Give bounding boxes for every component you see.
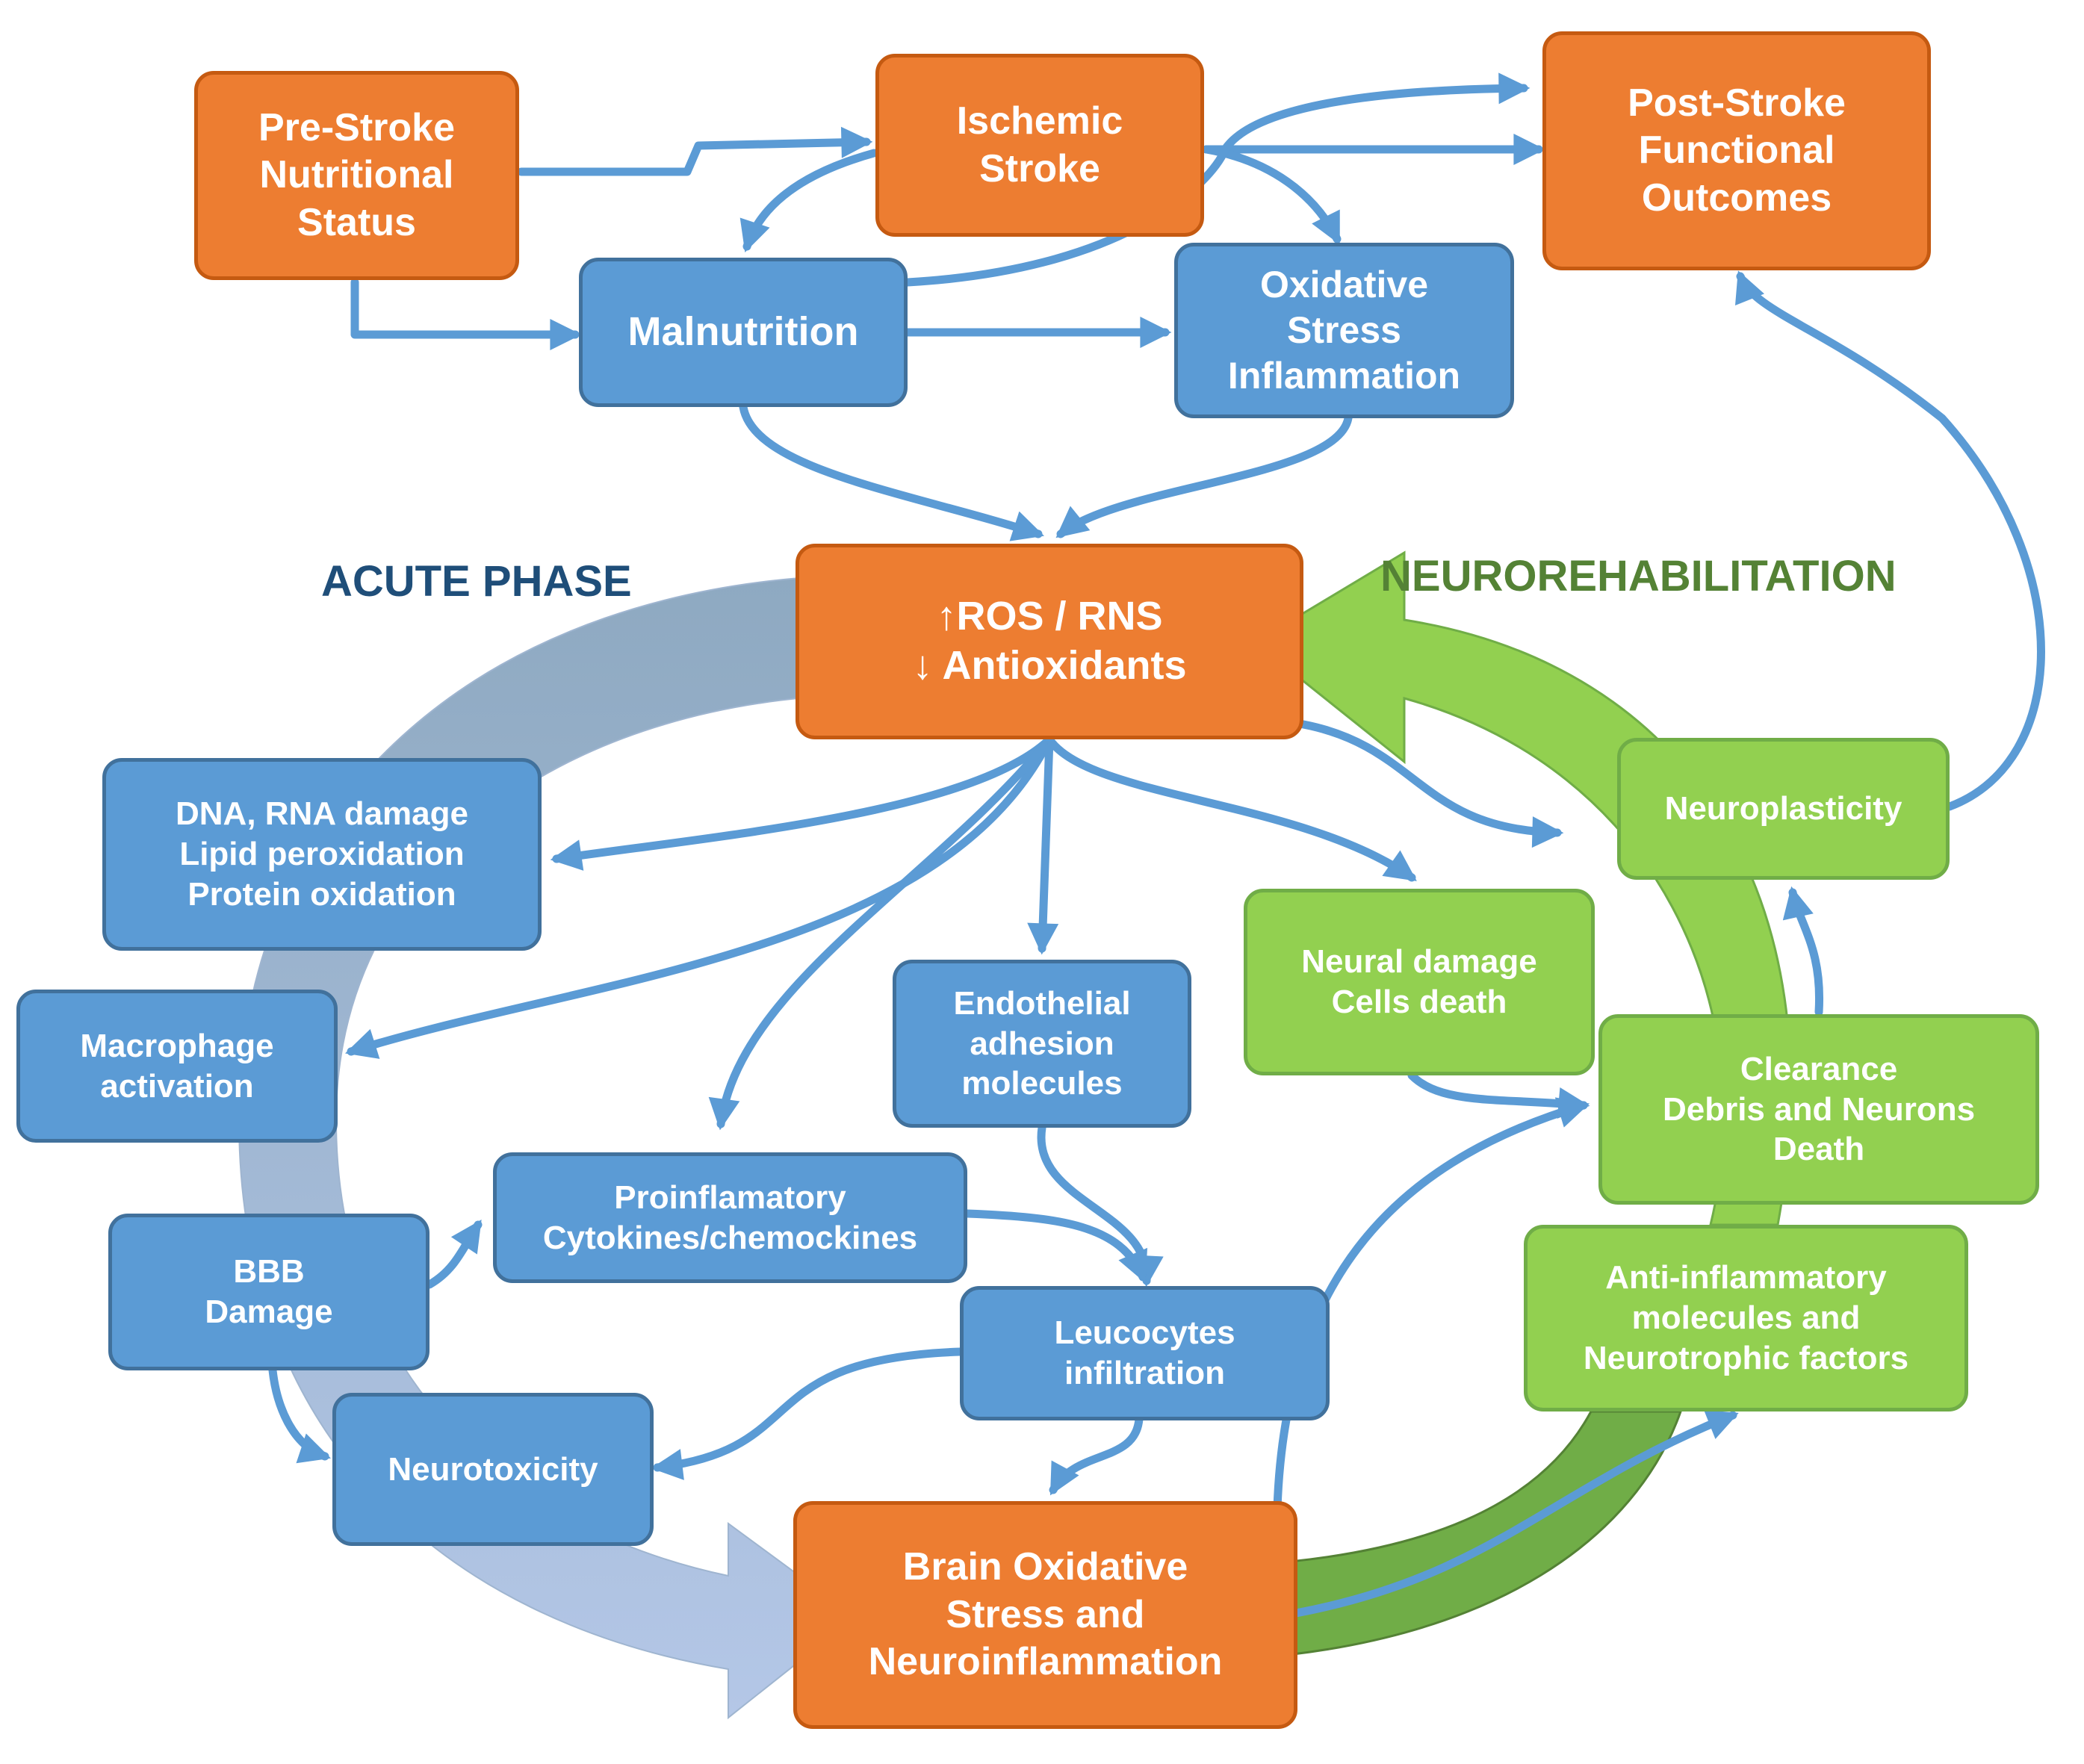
arrow-ros-to-proinflammatory [708,735,1054,1131]
arrow-ischemic-to-malnutrition [739,149,878,252]
arrow-proinflammatory-to-leucocytes [963,1209,1148,1283]
arrow-clearance-to-neuroplasticity [1782,886,1824,1016]
node-text-line: Pre-Stroke [258,105,455,149]
node-text-line: Proinflamatory [614,1178,846,1216]
node-text-line: Post-Stroke [1628,81,1846,125]
node-text-line: Anti-inflammatory [1605,1259,1887,1296]
node-text-line: adhesion [970,1025,1114,1062]
arrow-oxidative-to-ros [1055,414,1353,538]
node-text-line: Cells death [1331,984,1507,1020]
node-text-line: molecules and [1631,1299,1861,1337]
node-text-line: Neural damage [1301,943,1537,981]
node-text-line: molecules [961,1065,1123,1102]
node-text-line: Leucocytes [1054,1314,1235,1352]
arrow-leucocytes-to-neurotoxicity [651,1347,964,1480]
arrow-malnutrition-to-poststroke [903,72,1531,287]
node-text-line: Lipid peroxidation [179,836,465,873]
node-text-line: Oxidative [1259,264,1429,305]
node-text-line: Brain Oxidative [902,1545,1188,1589]
node-text-line: infiltration [1064,1355,1226,1391]
node-text-line: BBB [233,1253,305,1291]
arrow-bbb-to-proinflammatory [425,1220,483,1289]
node-text-line: Macrophage [80,1027,274,1064]
arrow-ischemic-to-oxidative [1202,145,1342,245]
node-text-line: Clearance [1740,1050,1898,1087]
arrow-prestroke-to-ischemic [517,126,873,176]
node-text-line: Stroke [979,146,1100,190]
node-text-line: activation [100,1067,254,1105]
arrow-malnutrition-to-ros [739,403,1044,541]
node-text-line: Death [1773,1131,1865,1168]
node-text-line: Neurotoxicity [388,1450,598,1488]
node-text-line: Malnutrition [627,309,859,355]
node-text-line: ↓ Antioxidants [912,643,1187,688]
neurorehabilitation-label: NEUROREHABILITATION [1380,552,1897,600]
arrow-brain-to-antiinflammatory [1291,1409,1739,1618]
arrow-neuroplasticity-to-poststroke [1735,270,2045,811]
node-text-line: Functional [1638,128,1835,173]
node-text-line: ↑ROS / RNS [936,594,1163,639]
node-text-line: Inflammation [1227,355,1461,397]
node-text-line: DNA, RNA damage [176,795,468,833]
rehab-arc-dark [1253,1410,1683,1659]
arrow-bbb-to-neurotoxicity [268,1366,331,1464]
node-text-line: Endothelial [953,984,1131,1022]
acute-phase-label: ACUTE PHASE [321,557,632,606]
node-text-line: Neuroinflammation [868,1640,1223,1684]
arrow-ros-to-neuroplasticity [1299,720,1564,848]
arrow-ros-to-dna [550,735,1054,871]
node-text-line: Cytokines/chemockines [542,1219,918,1256]
node-neuroplasticity: Neuroplasticity [1617,738,1950,880]
arrow-ros-to-endothelial [1027,735,1059,955]
node-text-line: Nutritional [259,153,454,197]
node-text-line: Outcomes [1641,176,1832,220]
node-ros-rns-antioxidants: ↑ROS / RNS↓ Antioxidants [796,544,1303,739]
node-text-line: Stress [1287,309,1401,351]
arrow-ros-to-macrophage [344,735,1054,1059]
arrow-leucocytes-to-brain [1049,1414,1144,1496]
node-text-line: Stress and [946,1592,1145,1636]
rehab-arc-light [1253,550,1792,1226]
node-text-line: Protein oxidation [187,875,456,913]
arrow-neural-to-clearance [1407,1071,1590,1119]
node-neurotoxicity: Neurotoxicity [332,1393,654,1546]
node-text-line: Debris and Neurons [1662,1090,1976,1128]
node-text-line: Status [297,200,416,244]
node-text-line: Ischemic [956,99,1123,143]
node-text-line: Neurotrophic factors [1583,1339,1909,1376]
arrow-prestroke-to-malnutrition [350,278,582,350]
arrow-brain-to-clearance [1273,1097,1590,1513]
acute-phase-arc [238,574,860,1720]
node-malnutrition: Malnutrition [579,258,908,407]
node-text-line: Neuroplasticity [1664,790,1902,827]
node-text-line: Damage [205,1294,333,1330]
arrow-ros-to-neural [1045,735,1417,882]
